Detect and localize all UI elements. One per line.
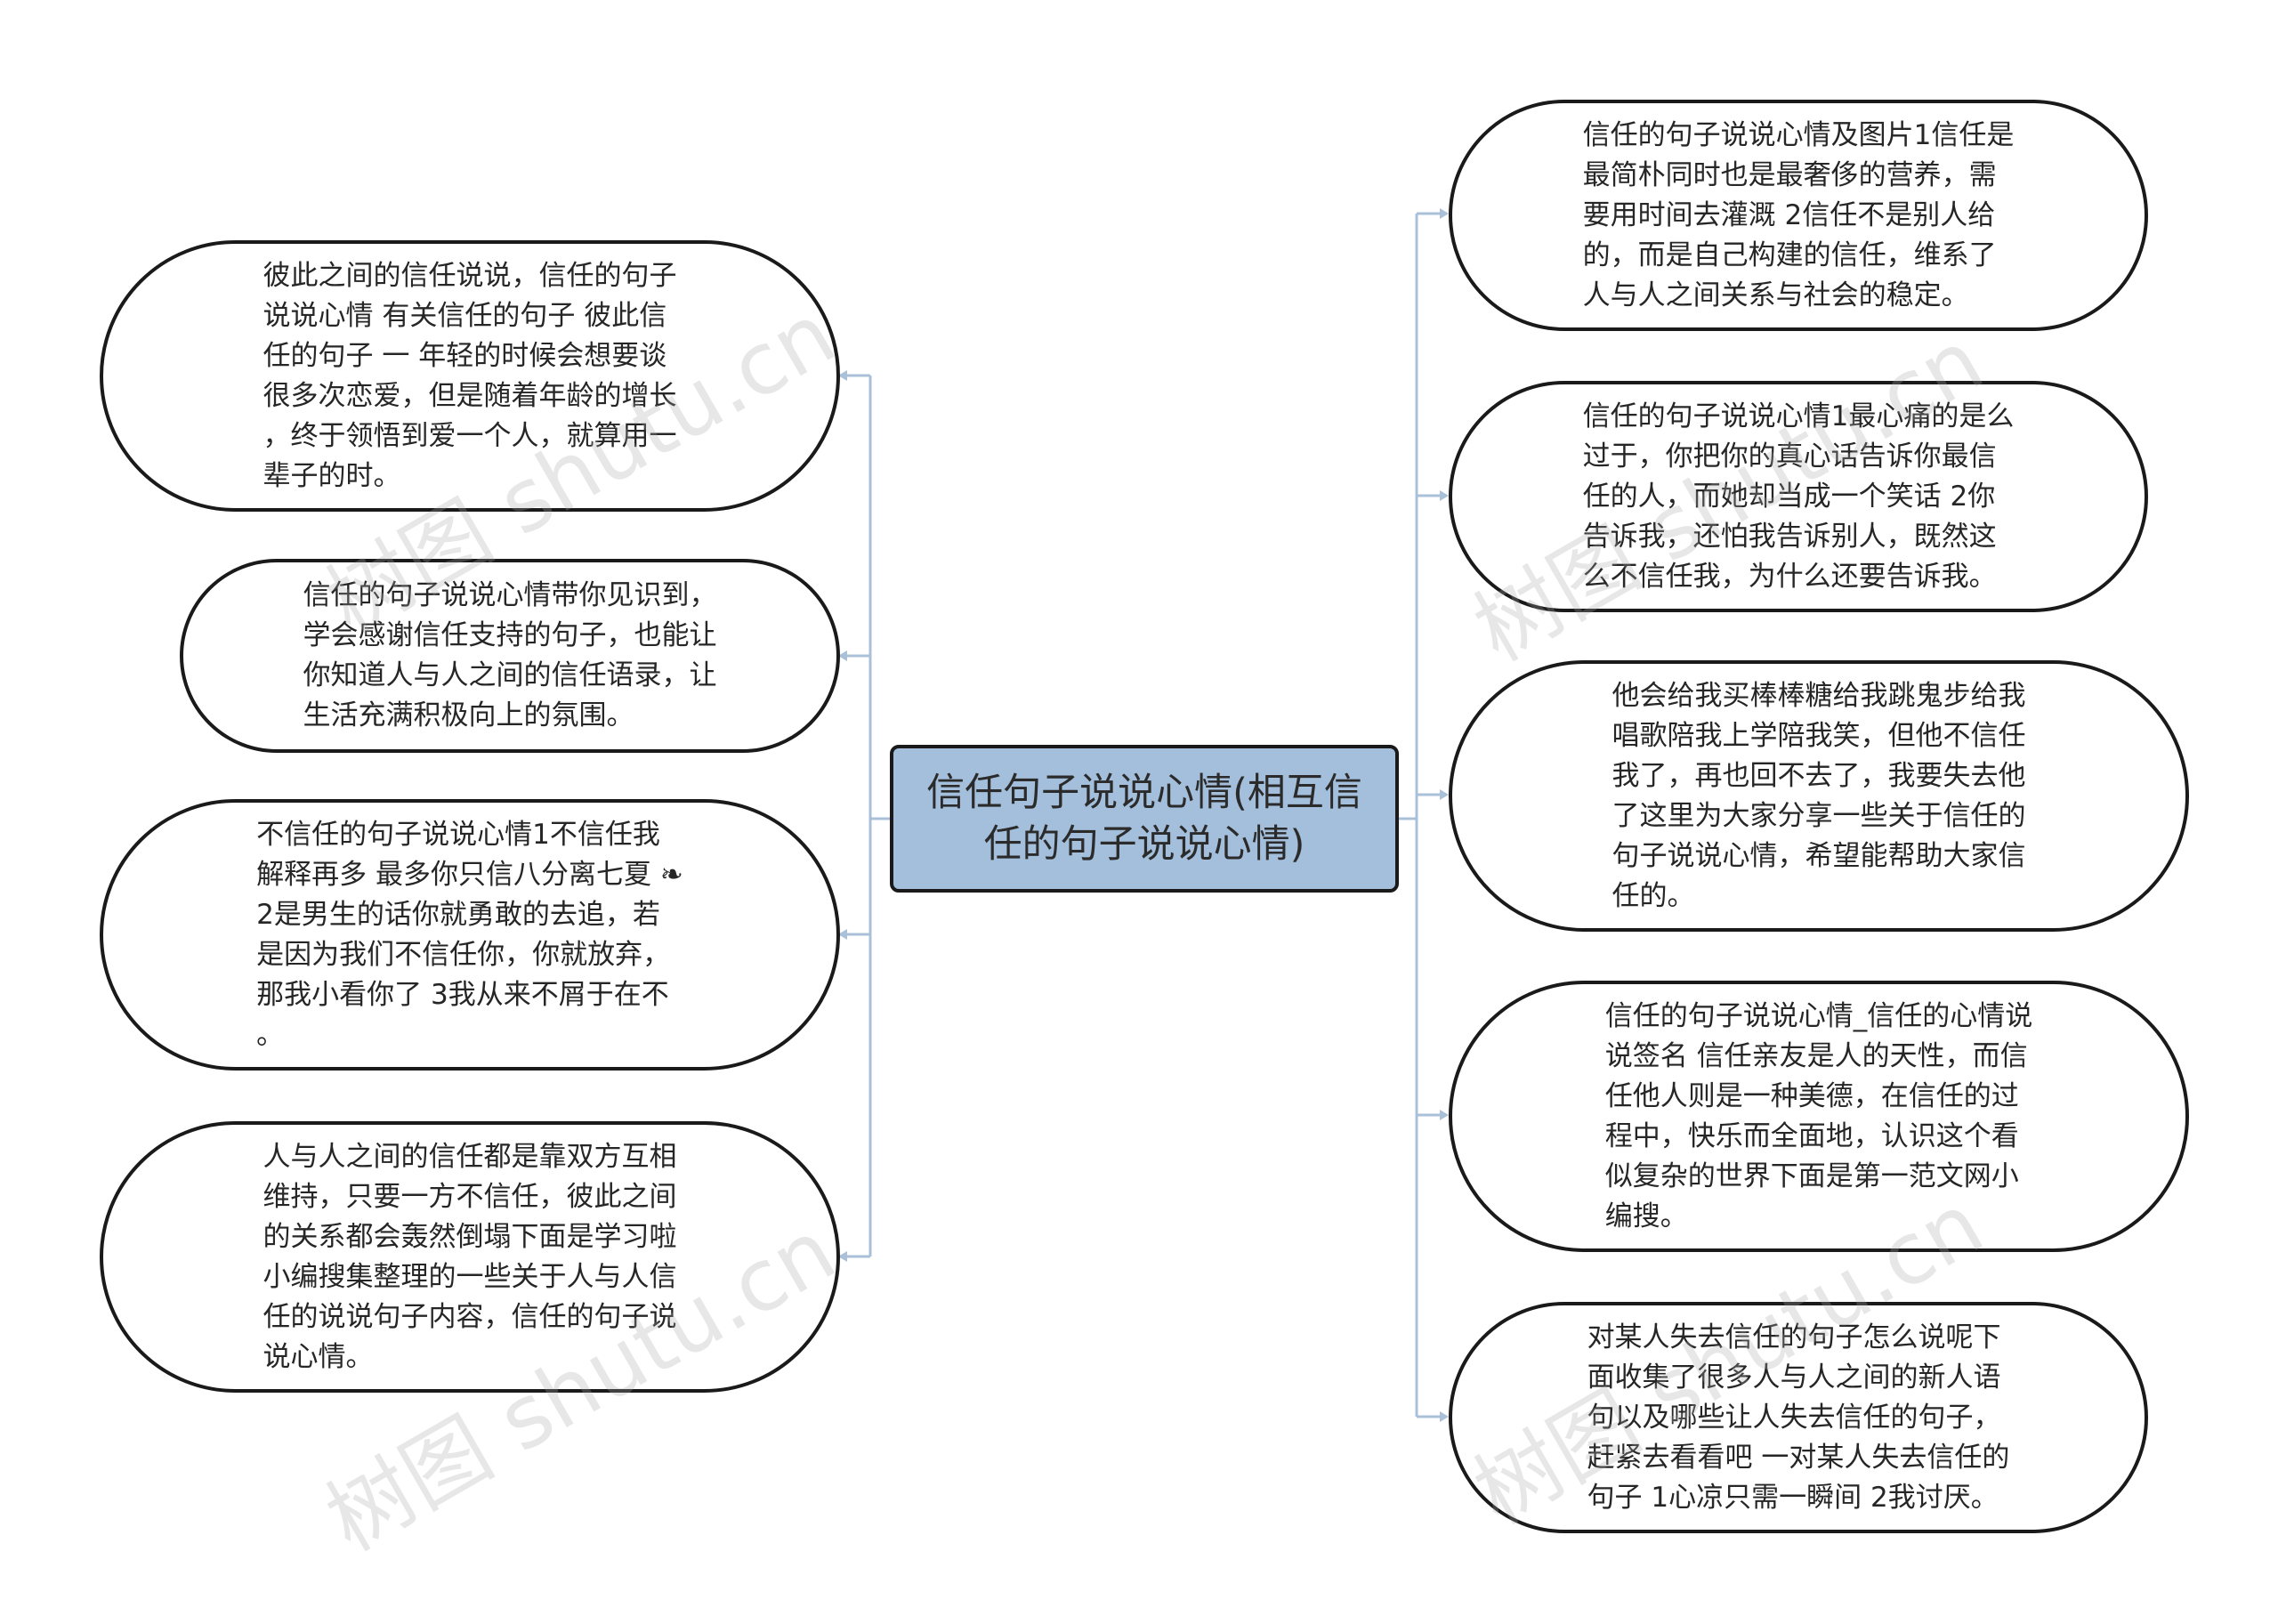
right-node-1[interactable]: 信任的句子说说心情及图片1信任是 最简朴同时也是最奢侈的营养，需 要用时间去灌溉… (1449, 100, 2148, 331)
right-node-4[interactable]: 信任的句子说说心情_信任的心情说 说签名 信任亲友是人的天性，而信 任他人则是一… (1449, 981, 2189, 1252)
left-node-2[interactable]: 信任的句子说说心情带你见识到， 学会感谢信任支持的句子，也能让 你知道人与人之间… (180, 559, 840, 753)
central-topic-label: 信任句子说说心情(相互信 任的句子说说心情) (926, 771, 1362, 867)
arrowhead-left-4 (838, 1251, 847, 1262)
right-node-5-text: 对某人失去信任的句子怎么说呢下 面收集了很多人与人之间的新人语 句以及哪些让人失… (1587, 1321, 2010, 1514)
right-node-3[interactable]: 他会给我买棒棒糖给我跳鬼步给我 唱歌陪我上学陪我笑，但他不信任 我了，再也回不去… (1449, 660, 2189, 932)
arrowhead-left-2 (838, 650, 847, 661)
right-node-2[interactable]: 信任的句子说说心情1最心痛的是么 过于，你把你的真心话告诉你最信 任的人，而她却… (1449, 381, 2148, 612)
left-node-3[interactable]: 不信任的句子说说心情1不信任我 解释再多 最多你只信八分离七夏 ❧ 2是男生的话… (100, 799, 840, 1071)
left-node-4-text: 人与人之间的信任都是靠双方互相 维持，只要一方不信任，彼此之间 的关系都会轰然倒… (263, 1140, 677, 1373)
arrowhead-right-5 (1440, 1411, 1449, 1422)
right-node-5[interactable]: 对某人失去信任的句子怎么说呢下 面收集了很多人与人之间的新人语 句以及哪些让人失… (1449, 1302, 2148, 1533)
left-node-1-text: 彼此之间的信任说说，信任的句子 说说心情 有关信任的句子 彼此信 任的句子 一 … (263, 259, 677, 492)
left-node-3-text: 不信任的句子说说心情1不信任我 解释再多 最多你只信八分离七夏 ❧ 2是男生的话… (256, 818, 683, 1051)
connector-left-trunk (868, 376, 890, 1256)
left-node-2-text: 信任的句子说说心情带你见识到， 学会感谢信任支持的句子，也能让 你知道人与人之间… (303, 579, 717, 731)
arrowhead-left-3 (838, 929, 847, 940)
left-node-1[interactable]: 彼此之间的信任说说，信任的句子 说说心情 有关信任的句子 彼此信 任的句子 一 … (100, 240, 840, 512)
connector-right-trunk (1399, 214, 1418, 1417)
right-node-1-text: 信任的句子说说心情及图片1信任是 最简朴同时也是最奢侈的营养，需 要用时间去灌溉… (1582, 118, 2015, 311)
central-topic[interactable]: 信任句子说说心情(相互信 任的句子说说心情) (890, 745, 1399, 893)
right-node-4-text: 信任的句子说说心情_信任的心情说 说签名 信任亲友是人的天性，而信 任他人则是一… (1604, 999, 2033, 1232)
arrowhead-right-3 (1440, 789, 1449, 800)
right-node-3-text: 他会给我买棒棒糖给我跳鬼步给我 唱歌陪我上学陪我笑，但他不信任 我了，再也回不去… (1612, 679, 2026, 912)
arrowhead-left-1 (838, 370, 847, 381)
left-node-4[interactable]: 人与人之间的信任都是靠双方互相 维持，只要一方不信任，彼此之间 的关系都会轰然倒… (100, 1121, 840, 1393)
arrowhead-right-2 (1440, 490, 1449, 501)
arrowhead-right-4 (1440, 1110, 1449, 1120)
right-node-2-text: 信任的句子说说心情1最心痛的是么 过于，你把你的真心话告诉你最信 任的人，而她却… (1582, 400, 2015, 593)
arrowhead-right-1 (1440, 208, 1449, 219)
